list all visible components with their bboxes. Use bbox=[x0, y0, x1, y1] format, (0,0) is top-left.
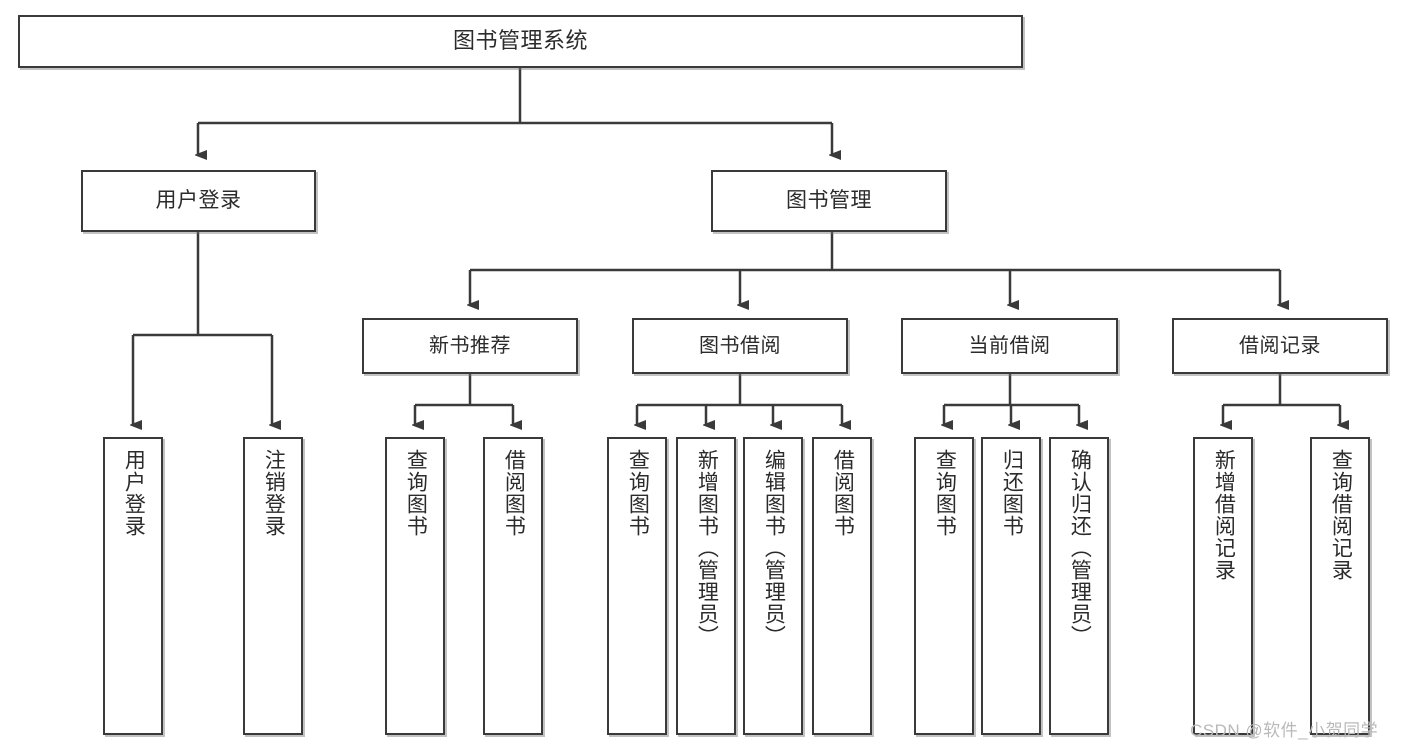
node-label: 图书管理系统 bbox=[452, 28, 588, 54]
leaf-new-book-query-book[interactable]: 查询图书 bbox=[385, 437, 445, 735]
node-new-book-recommend[interactable]: 新书推荐 bbox=[362, 318, 578, 374]
node-label: 图书借阅 bbox=[699, 334, 781, 357]
leaf-borrow-record-add-record[interactable]: 新增借阅记录 bbox=[1193, 437, 1253, 735]
node-root-book-management-system[interactable]: 图书管理系统 bbox=[18, 15, 1023, 68]
node-label: 用户登录 bbox=[155, 189, 242, 213]
leaf-book-borrow-edit-book-admin[interactable]: 编辑图书（管理员） bbox=[743, 437, 803, 735]
leaf-user-login-logout[interactable]: 注销登录 bbox=[243, 437, 303, 735]
node-label: 借阅记录 bbox=[1239, 334, 1321, 357]
leaf-book-borrow-add-book-admin[interactable]: 新增图书（管理员） bbox=[676, 437, 736, 735]
node-label: 查询借阅记录 bbox=[1329, 449, 1353, 581]
node-label: 用户登录 bbox=[122, 449, 146, 537]
leaf-book-borrow-query-book[interactable]: 查询图书 bbox=[607, 437, 667, 735]
node-label: 新增借阅记录 bbox=[1212, 449, 1236, 581]
node-label: 当前借阅 bbox=[968, 334, 1051, 357]
node-label: 归还图书 bbox=[1000, 449, 1024, 537]
node-label: 查询图书 bbox=[404, 449, 428, 537]
leaf-new-book-borrow-book[interactable]: 借阅图书 bbox=[483, 437, 543, 735]
node-label: 查询图书 bbox=[933, 449, 957, 537]
leaf-current-borrow-return-book[interactable]: 归还图书 bbox=[981, 437, 1041, 735]
node-current-borrow[interactable]: 当前借阅 bbox=[901, 318, 1118, 374]
node-label: 新书推荐 bbox=[429, 334, 511, 357]
node-label: 借阅图书 bbox=[831, 449, 855, 537]
leaf-current-borrow-query-book[interactable]: 查询图书 bbox=[914, 437, 974, 735]
leaf-current-borrow-confirm-return-admin[interactable]: 确认归还（管理员） bbox=[1049, 437, 1109, 735]
node-label: 注销登录 bbox=[262, 449, 286, 537]
node-label: 借阅图书 bbox=[502, 449, 526, 537]
leaf-borrow-record-query-record[interactable]: 查询借阅记录 bbox=[1310, 437, 1370, 735]
node-label: 查询图书 bbox=[626, 449, 650, 537]
node-book-management[interactable]: 图书管理 bbox=[711, 170, 947, 232]
node-label: 编辑图书（管理员） bbox=[762, 449, 786, 647]
node-user-login[interactable]: 用户登录 bbox=[81, 170, 316, 232]
node-borrow-record[interactable]: 借阅记录 bbox=[1172, 318, 1388, 374]
leaf-book-borrow-borrow-book[interactable]: 借阅图书 bbox=[812, 437, 872, 735]
node-book-borrow[interactable]: 图书借阅 bbox=[632, 318, 848, 374]
node-label: 确认归还（管理员） bbox=[1068, 449, 1092, 647]
watermark-text: CSDN @软件_小贺同学 bbox=[1190, 721, 1379, 740]
node-label: 新增图书（管理员） bbox=[695, 449, 719, 647]
node-label: 图书管理 bbox=[786, 189, 872, 213]
leaf-user-login-login[interactable]: 用户登录 bbox=[103, 437, 163, 735]
